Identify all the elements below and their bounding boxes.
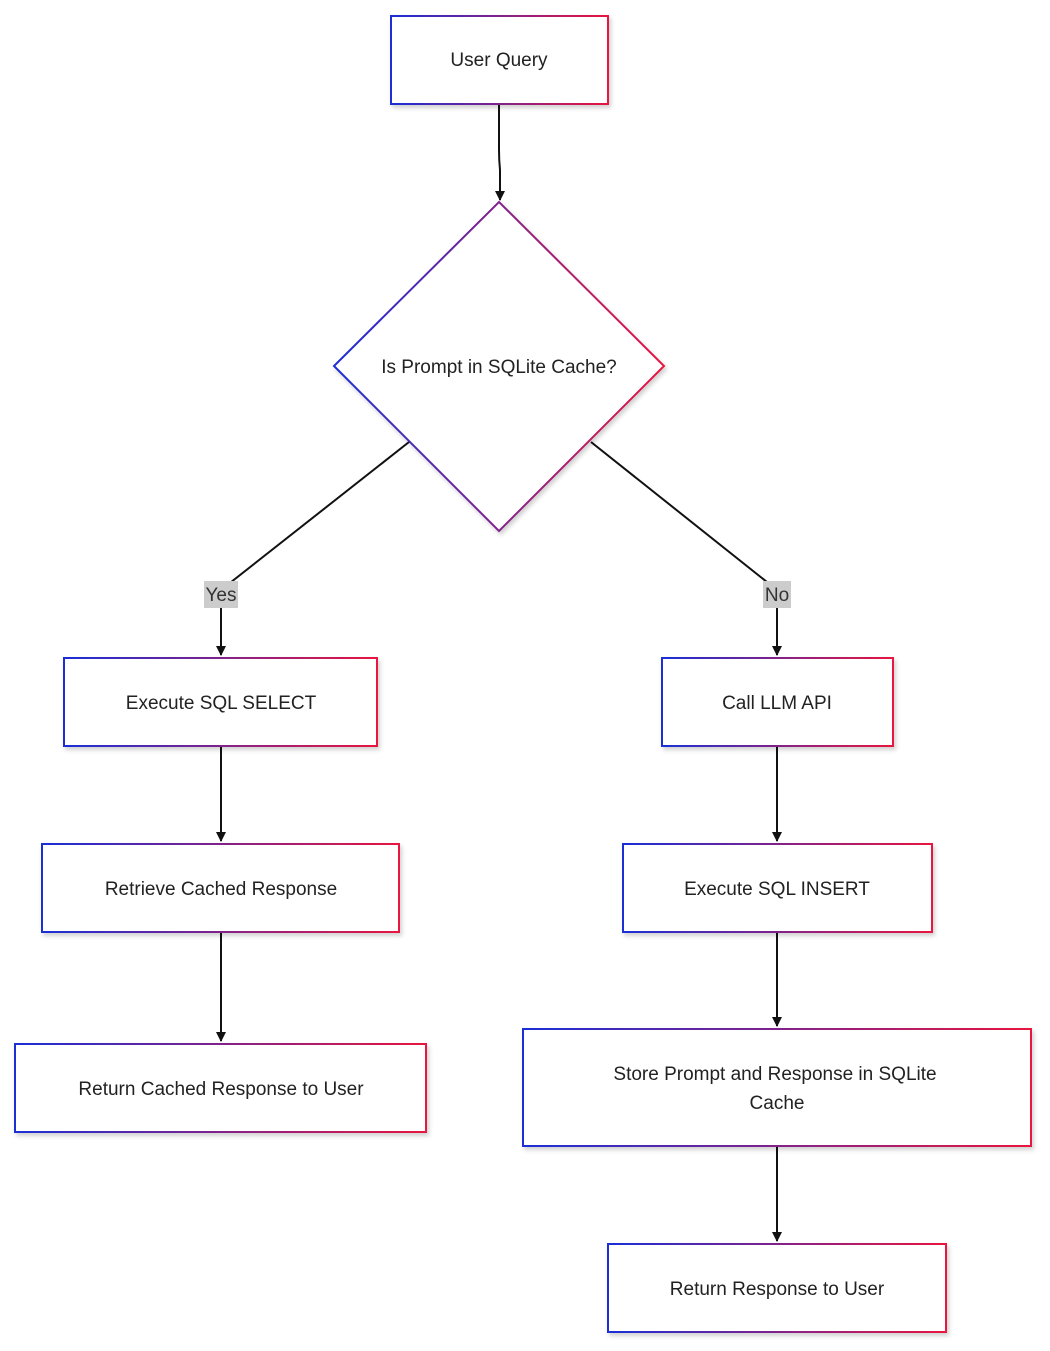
node-decision: Is Prompt in SQLite Cache? <box>332 200 666 533</box>
node-execute-select: Execute SQL SELECT <box>63 657 378 747</box>
node-return-response-label: Return Response to User <box>670 1279 885 1300</box>
node-call-llm-label: Call LLM API <box>722 693 832 714</box>
node-retrieve-cached: Retrieve Cached Response <box>41 843 400 933</box>
edge-decision-to-no <box>590 441 782 656</box>
edge-label-no: No <box>763 581 791 608</box>
node-execute-select-label: Execute SQL SELECT <box>126 693 317 714</box>
node-user-query: User Query <box>390 15 609 105</box>
node-store-prompt-label-line2: Cache <box>750 1093 805 1114</box>
node-return-cached: Return Cached Response to User <box>14 1043 427 1133</box>
edge-label-yes-text: Yes <box>206 585 237 606</box>
node-user-query-label: User Query <box>450 50 548 71</box>
edge-label-yes: Yes <box>204 581 238 608</box>
node-store-prompt: Store Prompt and Response in SQLite Cach… <box>522 1028 1032 1147</box>
node-call-llm: Call LLM API <box>661 657 894 747</box>
node-return-response: Return Response to User <box>607 1243 947 1333</box>
edge-query-to-decision <box>495 104 505 201</box>
edge-decision-to-yes <box>216 441 410 656</box>
node-store-prompt-label-line1: Store Prompt and Response in SQLite <box>613 1064 936 1085</box>
edge-label-no-text: No <box>765 585 789 606</box>
node-decision-label: Is Prompt in SQLite Cache? <box>381 357 617 378</box>
node-return-cached-label: Return Cached Response to User <box>78 1079 364 1100</box>
node-retrieve-cached-label: Retrieve Cached Response <box>105 879 337 900</box>
node-execute-insert: Execute SQL INSERT <box>622 843 933 933</box>
node-execute-insert-label: Execute SQL INSERT <box>684 879 870 900</box>
